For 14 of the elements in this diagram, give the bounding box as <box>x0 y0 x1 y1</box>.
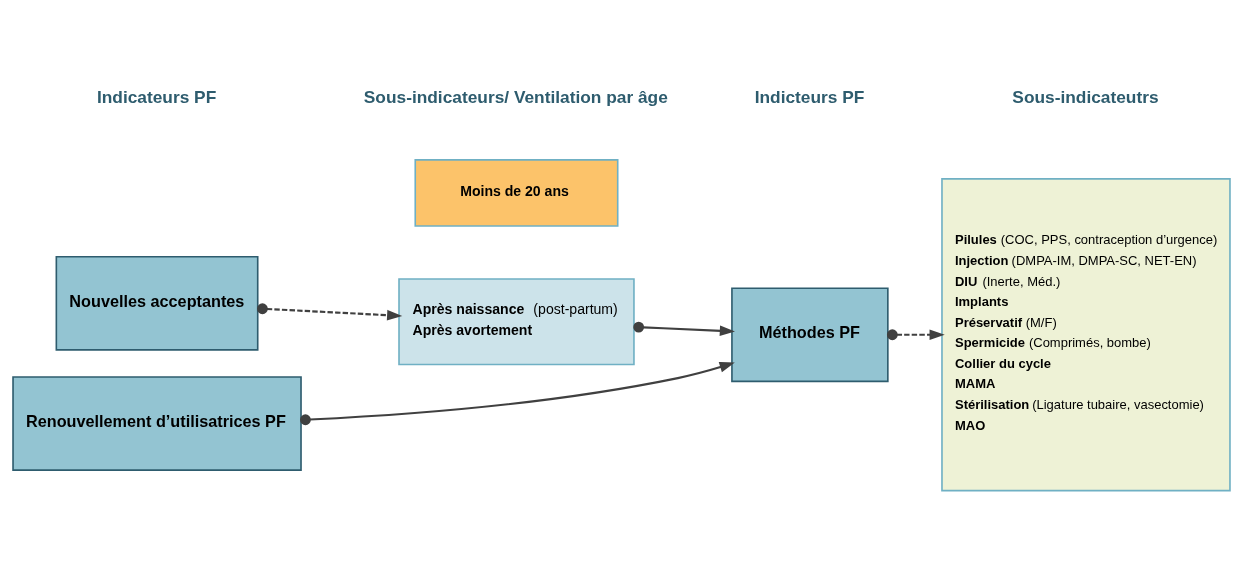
arrow <box>633 321 735 337</box>
arrow <box>300 362 735 426</box>
label: Sous-indicateurs/ Ventilation par âge <box>363 86 668 107</box>
node-box: Pilules (COC, PPS, contraception d’urgence) Injection (DMPA-IM, DMPA-SC, NET-EN) DIU (Inerte, Méd.) Implants Préservatif (M/F) Spermicide (Comprimés, bombe) Collier du cycle MAMA Stérilisation (Ligature tubaire, vasectomie) MAO <box>941 178 1231 492</box>
arrow <box>886 329 945 341</box>
node-box: Méthodes PF <box>731 287 889 383</box>
node-box: Nouvelles acceptantes <box>55 256 259 351</box>
label: Sous-indicateutrs <box>1012 86 1159 107</box>
label: Indicateurs PF <box>96 86 217 107</box>
node-box: Moins de 20 ans <box>414 159 619 227</box>
node-box: Après naissance (post-partum) Après avortement <box>398 278 635 366</box>
arrow <box>257 303 403 321</box>
label: Indicteurs PF <box>754 86 865 107</box>
node-box: Renouvellement d’utilisatrices PF <box>12 376 302 471</box>
